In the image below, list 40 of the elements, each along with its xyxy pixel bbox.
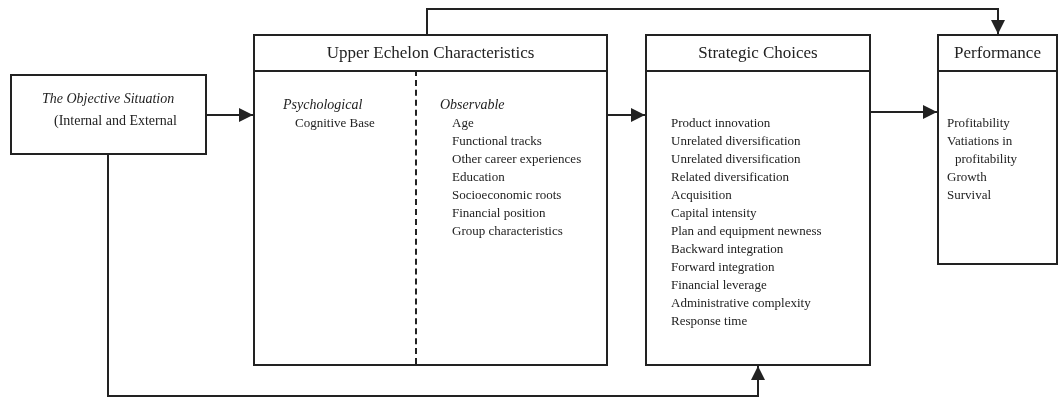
box-title: Strategic Choices (647, 36, 869, 72)
list-item: Backward integration (671, 240, 784, 258)
list-item: Financial position (452, 204, 546, 222)
list-item: Functional tracks (452, 132, 542, 150)
arrow (870, 105, 938, 119)
arrow (607, 108, 646, 122)
column-heading: Observable (440, 96, 505, 114)
list-item: Age (452, 114, 474, 132)
list-item: Response time (671, 312, 748, 330)
list-item: Profitability (947, 114, 1011, 132)
process-box (253, 34, 608, 366)
list-item: Education (452, 168, 505, 186)
process-box (645, 34, 871, 366)
list-item: Administrative complexity (671, 294, 811, 312)
box-title: Upper Echelon Characteristics (255, 36, 606, 72)
process-box (937, 34, 1058, 265)
list-item: Vatiations in profitability (947, 132, 1019, 168)
process-box (10, 74, 207, 155)
list-item: Other career experiences (452, 150, 582, 168)
list-item: Survival (947, 186, 993, 204)
list-item: Plan and equipment newness (671, 222, 822, 240)
list-item: Capital intensity (671, 204, 757, 222)
column-heading: The Objective Situation (42, 90, 175, 108)
list-item: Group characteristics (452, 222, 563, 240)
list-item: Unrelated diversification (671, 132, 801, 150)
arrow (426, 8, 1005, 35)
arrow (206, 108, 254, 122)
arrow (107, 154, 765, 397)
list-item: Forward integration (671, 258, 775, 276)
list-item: Acquisition (671, 186, 732, 204)
list-item: Related diversification (671, 168, 790, 186)
list-item: Growth (947, 168, 988, 186)
node-text: (Internal and External (54, 112, 177, 130)
list-item: Cognitive Base (295, 114, 375, 132)
list-item: Financial leverage (671, 276, 767, 294)
list-item: Product innovation (671, 114, 771, 132)
list-item: Socioeconomic roots (452, 186, 562, 204)
column-heading: Psychological (283, 96, 363, 114)
list-item: Unrelated diversification (671, 150, 801, 168)
box-title: Performance (939, 36, 1056, 72)
